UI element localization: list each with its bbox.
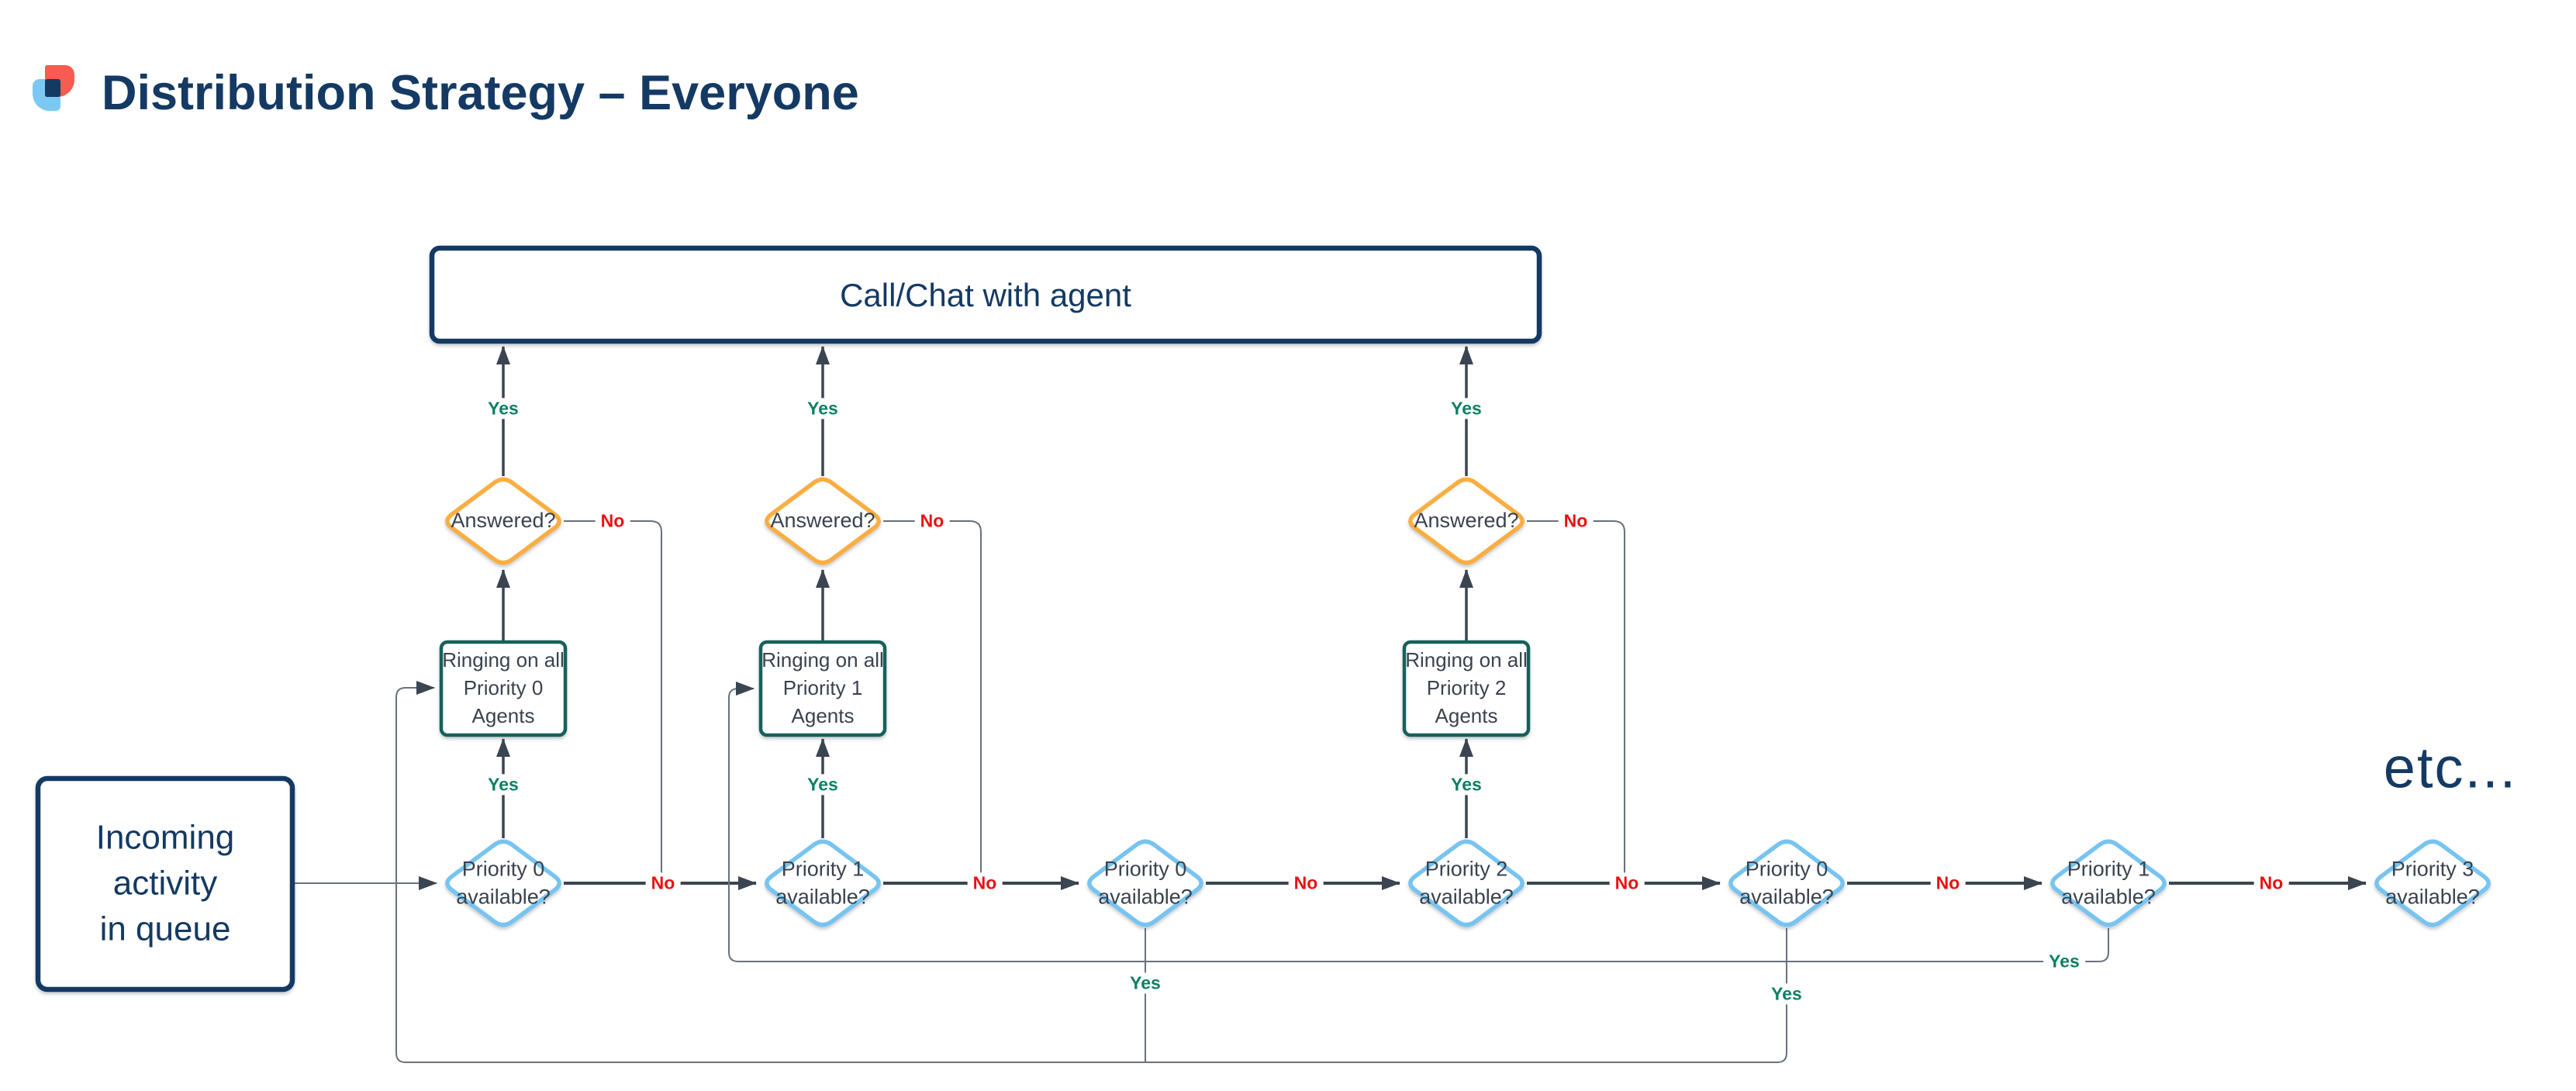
etc-continuation-label: etc...	[2383, 735, 2518, 800]
call-chat-node-label: Call/Chat with agent	[840, 277, 1131, 313]
edge-label-no-answered2: No	[914, 510, 950, 532]
edge-avail6-yes-loop-ringing1	[728, 682, 2109, 962]
avail1-node-label: Priority 0 available?	[456, 857, 551, 908]
edge-label-yes-avail1: Yes	[482, 774, 524, 796]
edge-label-yes-avail6: Yes	[2043, 951, 2085, 972]
edge-answered1-no-loop	[564, 520, 662, 882]
edge-label-yes-answered2: Yes	[802, 398, 844, 419]
edge-label-no-avail4: No	[1609, 872, 1645, 894]
answered2-node-label: Answered?	[770, 509, 875, 533]
avail3-node-label: Priority 0 available?	[1098, 857, 1193, 908]
ringing-p1-node-label: Ringing on all Priority 1 Agents	[761, 648, 884, 727]
answered3-node-label: Answered?	[1414, 509, 1519, 533]
call-chat-node-shape	[429, 245, 1542, 344]
edge-label-yes-avail2: Yes	[802, 774, 844, 796]
avail6-node-label: Priority 1 available?	[2061, 857, 2156, 908]
edge-label-yes-avail4: Yes	[1445, 774, 1487, 796]
edge-label-no-avail5: No	[1930, 872, 1966, 894]
page-title: Distribution Strategy – Everyone	[102, 66, 859, 120]
avail4-node-label: Priority 2 available?	[1419, 857, 1514, 908]
incoming-queue-node-label: Incoming activity in queue	[95, 818, 235, 948]
ringing-p0-node-shape	[439, 640, 568, 737]
edge-avail5-yes-loop-ringing0	[395, 681, 1787, 1063]
ringing-p2-node-shape	[1402, 640, 1531, 737]
edge-label-yes-avail3: Yes	[1124, 972, 1166, 994]
edge-label-no-avail3: No	[1288, 872, 1324, 894]
edge-label-no-avail6: No	[2253, 872, 2289, 894]
edge-label-no-avail2: No	[967, 872, 1003, 894]
avail2-node-label: Priority 1 available?	[775, 857, 870, 908]
app-logo	[33, 65, 78, 113]
answered1-node-label: Answered?	[451, 509, 556, 533]
edge-label-no-avail1: No	[645, 872, 681, 894]
logo-navy-square-icon	[45, 79, 60, 97]
ringing-p2-node-label: Ringing on all Priority 2 Agents	[1405, 648, 1528, 727]
ringing-p0-node-label: Ringing on all Priority 0 Agents	[442, 648, 565, 727]
edge-label-no-answered3: No	[1558, 510, 1594, 532]
avail7-node-label: Priority 3 available?	[2385, 857, 2480, 908]
edge-answered2-no-loop	[883, 520, 982, 882]
edge-answered3-no-loop	[1527, 520, 1625, 882]
ringing-p1-node-shape	[758, 640, 887, 737]
avail5-node-label: Priority 0 available?	[1739, 857, 1834, 908]
incoming-queue-node-shape	[35, 775, 295, 993]
edge-label-yes-answered1: Yes	[482, 398, 524, 419]
edge-label-no-answered1: No	[595, 510, 630, 532]
edge-label-yes-avail5: Yes	[1766, 983, 1808, 1005]
edge-label-yes-answered3: Yes	[1445, 398, 1487, 419]
